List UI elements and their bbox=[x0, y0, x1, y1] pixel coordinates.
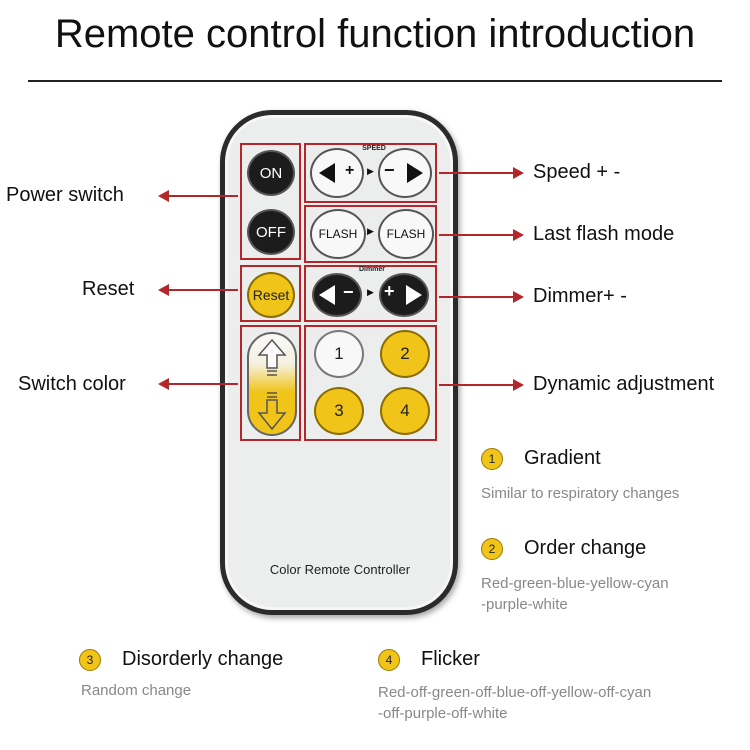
speed-arrow-head bbox=[513, 167, 524, 179]
page-title: Remote control function introduction bbox=[54, 12, 696, 56]
legend-3-title: Disorderly change bbox=[122, 648, 284, 670]
dynamic-frame bbox=[304, 325, 437, 441]
legend-2-desc-line1: Red-green-blue-yellow-cyan bbox=[481, 575, 669, 592]
legend-2-badge: 2 bbox=[481, 538, 503, 560]
flash-frame bbox=[304, 205, 437, 263]
speed-frame bbox=[304, 143, 437, 203]
mode-2-button[interactable]: 2 bbox=[380, 330, 430, 378]
legend-4-desc-line1: Red-off-green-off-blue-off-yellow-off-cy… bbox=[378, 684, 652, 701]
legend-4-badge: 4 bbox=[378, 649, 400, 671]
legend-2-title: Order change bbox=[524, 537, 647, 559]
flash-right-button[interactable]: FLASH bbox=[378, 209, 434, 259]
arrow-up-icon bbox=[257, 338, 287, 376]
dimmer-arrow-line bbox=[439, 296, 515, 298]
arrow-right-icon bbox=[407, 163, 423, 183]
arrow-right-icon bbox=[406, 285, 422, 305]
legend-1-badge: 1 bbox=[481, 448, 503, 470]
dimmer-caption: Dimmer bbox=[358, 266, 386, 273]
dimmer-plus-sign: + bbox=[384, 281, 395, 301]
power-arrow-head bbox=[158, 190, 169, 202]
legend-4-title: Flicker bbox=[421, 648, 480, 670]
reset-frame bbox=[240, 265, 301, 322]
flash-left-button[interactable]: FLASH bbox=[310, 209, 366, 259]
flash-mini-arrow-icon: ▶ bbox=[367, 226, 374, 236]
label-reset: Reset bbox=[82, 278, 135, 300]
speed-plus-sign: − bbox=[384, 160, 395, 180]
dynamic-arrow-line bbox=[439, 384, 515, 386]
legend-4-desc-line2: -off-purple-off-white bbox=[378, 705, 508, 722]
speed-caption: SPEED bbox=[362, 145, 386, 152]
brand-label: Color Remote Controller bbox=[269, 562, 411, 577]
label-speed: Speed + - bbox=[533, 161, 621, 183]
reset-arrow-line bbox=[168, 289, 238, 291]
speed-minus-button[interactable] bbox=[310, 148, 364, 198]
reset-button[interactable]: Reset bbox=[247, 272, 295, 318]
mode-1-button[interactable]: 1 bbox=[314, 330, 364, 378]
dimmer-plus-button[interactable] bbox=[379, 273, 429, 317]
label-switch-color: Switch color bbox=[18, 373, 126, 395]
on-button[interactable]: ON bbox=[247, 150, 295, 196]
dimmer-mini-arrow-icon: ▶ bbox=[367, 287, 374, 297]
dimmer-minus-sign: − bbox=[343, 282, 354, 302]
speed-plus-button[interactable] bbox=[378, 148, 432, 198]
label-power-switch: Power switch bbox=[6, 184, 124, 206]
dimmer-frame bbox=[304, 265, 437, 322]
legend-3-badge: 3 bbox=[79, 649, 101, 671]
arrow-left-icon bbox=[319, 163, 335, 183]
legend-1-desc: Similar to respiratory changes bbox=[481, 485, 680, 502]
dynamic-arrow-head bbox=[513, 379, 524, 391]
flash-arrow-head bbox=[513, 229, 524, 241]
flash-arrow-line bbox=[439, 234, 515, 236]
arrow-left-icon bbox=[319, 285, 335, 305]
dimmer-minus-button[interactable] bbox=[312, 273, 362, 317]
label-last-flash: Last flash mode bbox=[533, 223, 675, 245]
dimmer-arrow-head bbox=[513, 291, 524, 303]
power-frame bbox=[240, 143, 301, 260]
switch-color-arrow-line bbox=[168, 383, 238, 385]
mode-3-button[interactable]: 3 bbox=[314, 387, 364, 435]
switch-color-arrow-head bbox=[158, 378, 169, 390]
speed-minus-sign: + bbox=[345, 162, 355, 179]
arrow-down-icon bbox=[257, 392, 287, 431]
legend-3-desc: Random change bbox=[81, 682, 192, 699]
mode-4-button[interactable]: 4 bbox=[380, 387, 430, 435]
legend-1-title: Gradient bbox=[524, 447, 601, 469]
title-divider bbox=[28, 80, 722, 82]
legend-2-desc-line2: -purple-white bbox=[481, 596, 568, 613]
label-dynamic: Dynamic adjustment bbox=[533, 373, 715, 395]
speed-mini-arrow-icon: ▶ bbox=[367, 166, 374, 176]
off-button[interactable]: OFF bbox=[247, 209, 295, 255]
speed-arrow-line bbox=[439, 172, 515, 174]
reset-arrow-head bbox=[158, 284, 169, 296]
power-arrow-line bbox=[168, 195, 238, 197]
label-dimmer: Dimmer+ - bbox=[533, 285, 627, 307]
color-switch-frame bbox=[240, 325, 301, 441]
